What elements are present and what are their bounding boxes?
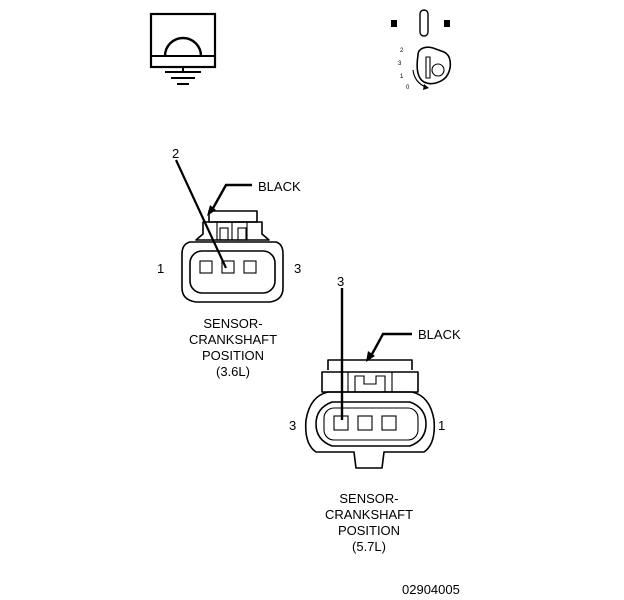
key-position-label: 2 — [400, 48, 404, 54]
terminal-callout: 2 — [172, 146, 179, 161]
key-position-label: 1 — [400, 74, 404, 80]
caption-line: POSITION — [202, 348, 264, 363]
key-position-label: 0 — [406, 85, 410, 91]
caption-line: CRANKSHAFT — [325, 507, 413, 522]
connector-caption: SENSOR- CRANKSHAFT POSITION (5.7L) — [325, 491, 413, 554]
wire-color-label: BLACK — [258, 179, 301, 194]
wire-color-label: BLACK — [418, 327, 461, 342]
connector-3-6l — [175, 159, 284, 303]
caption-line: POSITION — [338, 523, 400, 538]
caption-line: SENSOR- — [203, 316, 262, 331]
connector-caption: SENSOR- CRANKSHAFT POSITION (3.6L) — [189, 316, 277, 379]
figure-id: 02904005 — [402, 582, 460, 597]
terminal-callout: 3 — [337, 274, 344, 289]
connector-5-7l — [304, 288, 436, 469]
caption-line: (5.7L) — [352, 539, 386, 554]
key-position-label: 3 — [398, 61, 402, 67]
pin-label-left: 1 — [157, 261, 164, 276]
caption-line: (3.6L) — [216, 364, 250, 379]
pin-label-right: 3 — [294, 261, 301, 276]
ground-icon — [149, 12, 217, 85]
pin-label-left: 3 — [289, 418, 296, 433]
pin-label-right: 1 — [438, 418, 445, 433]
caption-line: CRANKSHAFT — [189, 332, 277, 347]
caption-line: SENSOR- — [339, 491, 398, 506]
ignition-key-icon: 2 3 1 0 — [391, 9, 452, 91]
